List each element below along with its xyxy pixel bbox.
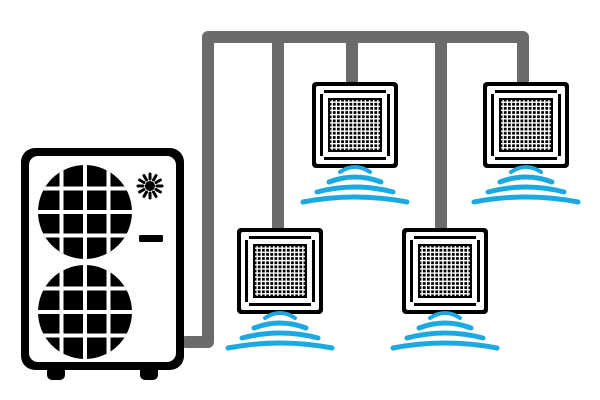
cassette-vent: [558, 94, 561, 156]
ceiling-cassette-icon: [312, 82, 398, 168]
fan-grille-bottom-icon-bar-v: [106, 265, 111, 359]
cassette-vent: [249, 236, 311, 239]
outdoor-condenser-icon: [21, 148, 184, 380]
fan-grille-top-icon-bar-h: [38, 210, 132, 214]
airflow-arc: [416, 320, 474, 331]
fan-grille-top-icon-bar-v: [106, 165, 111, 259]
cassette-vent: [324, 90, 386, 93]
airflow-waves-icon: [300, 165, 410, 205]
airflow-arc: [225, 340, 335, 351]
cassette-vent: [320, 94, 323, 156]
airflow-arc: [338, 165, 372, 174]
ceiling-cassette-icon: [237, 228, 323, 314]
cassette-vent: [414, 236, 476, 239]
fan-grille-bottom-icon: [38, 265, 132, 359]
cassette-vent: [410, 240, 413, 302]
cassette-vent: [477, 240, 480, 302]
cassette-vent: [495, 90, 557, 93]
ceiling-cassette-icon: [402, 228, 488, 314]
cassette-vent: [312, 240, 315, 302]
gear-tooth: [142, 190, 148, 198]
airflow-waves-icon: [471, 165, 581, 205]
ceiling-cassette-icon: [483, 82, 569, 168]
gear-tooth: [154, 178, 162, 184]
gear-tooth: [138, 178, 146, 184]
fan-grille-bottom-icon-bar-h: [38, 310, 132, 314]
airflow-arc: [326, 174, 384, 185]
gear-tooth: [142, 174, 148, 182]
cassette-vent: [324, 157, 386, 160]
cassette-vent: [414, 303, 476, 306]
cassette-vent: [491, 94, 494, 156]
airflow-arc: [509, 165, 543, 174]
airflow-arc: [390, 340, 500, 351]
gear-tooth: [152, 174, 158, 182]
gear-tooth: [138, 188, 146, 194]
airflow-waves-icon: [225, 311, 335, 351]
cassette-vent: [249, 303, 311, 306]
airflow-arc: [300, 194, 410, 205]
airflow-arc: [485, 184, 567, 195]
airflow-arc: [263, 311, 297, 320]
gear-hub: [145, 181, 155, 191]
gear-icon: [136, 172, 164, 200]
fan-grille-bottom-icon-bar-h: [38, 333, 132, 338]
refrigerant-pipe-network: [180, 31, 529, 348]
airflow-arc: [404, 330, 486, 341]
control-slot-icon: [139, 235, 163, 242]
fan-grille-top-icon-bar-h: [38, 233, 132, 238]
gear-tooth: [152, 190, 158, 198]
fan-grille-top-icon: [38, 165, 132, 259]
cassette-vent: [387, 94, 390, 156]
airflow-arc: [239, 330, 321, 341]
airflow-arc: [251, 320, 309, 331]
airflow-arc: [471, 194, 581, 205]
pipe-segment-1: [180, 31, 529, 348]
gear-tooth: [154, 188, 162, 194]
airflow-waves-icon: [390, 311, 500, 351]
cassette-vent: [495, 157, 557, 160]
airflow-arc: [497, 174, 555, 185]
airflow-arc: [428, 311, 462, 320]
airflow-arc: [314, 184, 396, 195]
cassette-vent: [245, 240, 248, 302]
indoor-units-group: [225, 82, 581, 351]
